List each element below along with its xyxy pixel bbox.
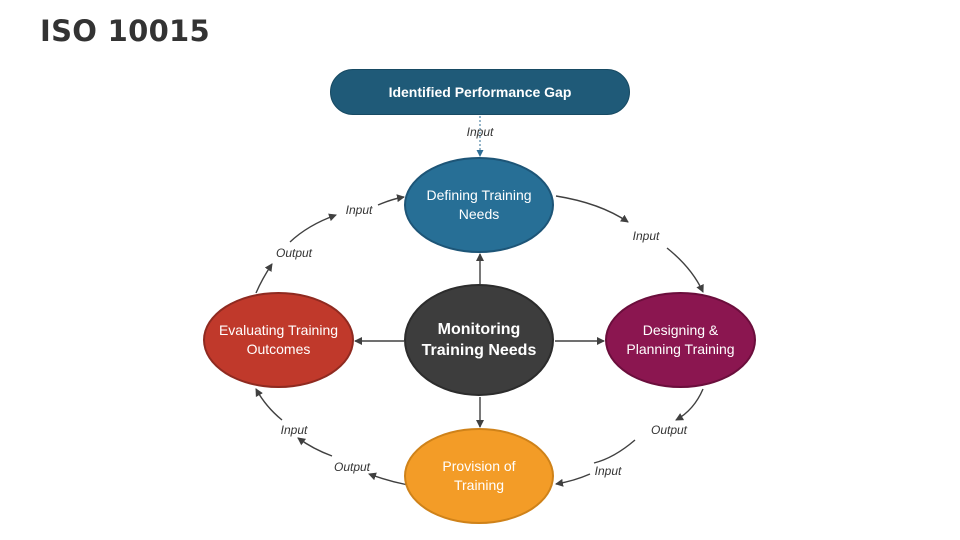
- arc-design-to-provide-a: [675, 388, 704, 421]
- designing-planning-training-node: Designing & Planning Training: [605, 292, 756, 388]
- defining-training-needs-node: Defining Training Needs: [404, 157, 554, 253]
- arc-eval-to-define-b: [289, 213, 337, 243]
- arc-define-to-design-b: [666, 247, 704, 293]
- arc-eval-to-define-c: [377, 194, 405, 206]
- label-left-lower-input: Input: [280, 423, 308, 437]
- label-right-lower-output: Output: [650, 423, 688, 437]
- arc-provide-to-eval-c: [255, 388, 283, 421]
- label-right-upper-input: Input: [632, 229, 660, 243]
- arc-design-to-provide-c: [555, 473, 591, 487]
- evaluating-training-outcomes-node: Evaluating Training Outcomes: [203, 292, 354, 388]
- label-bottom-left-output: Output: [333, 460, 371, 474]
- label-left-upper-output: Output: [275, 246, 313, 260]
- provision-of-training-node: Provision of Training: [404, 428, 554, 524]
- label-bottom-right-input: Input: [594, 464, 622, 478]
- arc-define-to-design-a: [555, 195, 629, 223]
- arc-eval-to-define-a: [255, 263, 273, 294]
- page-title: ISO 10015: [40, 14, 211, 48]
- arc-provide-to-eval-a: [368, 472, 409, 486]
- monitoring-training-needs-node: Monitoring Training Needs: [404, 284, 554, 396]
- label-top-input: Input: [466, 125, 494, 139]
- arc-design-to-provide-b: [593, 439, 636, 464]
- arc-provide-to-eval-b: [297, 437, 333, 457]
- identified-performance-gap-box: Identified Performance Gap: [330, 69, 630, 115]
- label-left-upper-input: Input: [345, 203, 373, 217]
